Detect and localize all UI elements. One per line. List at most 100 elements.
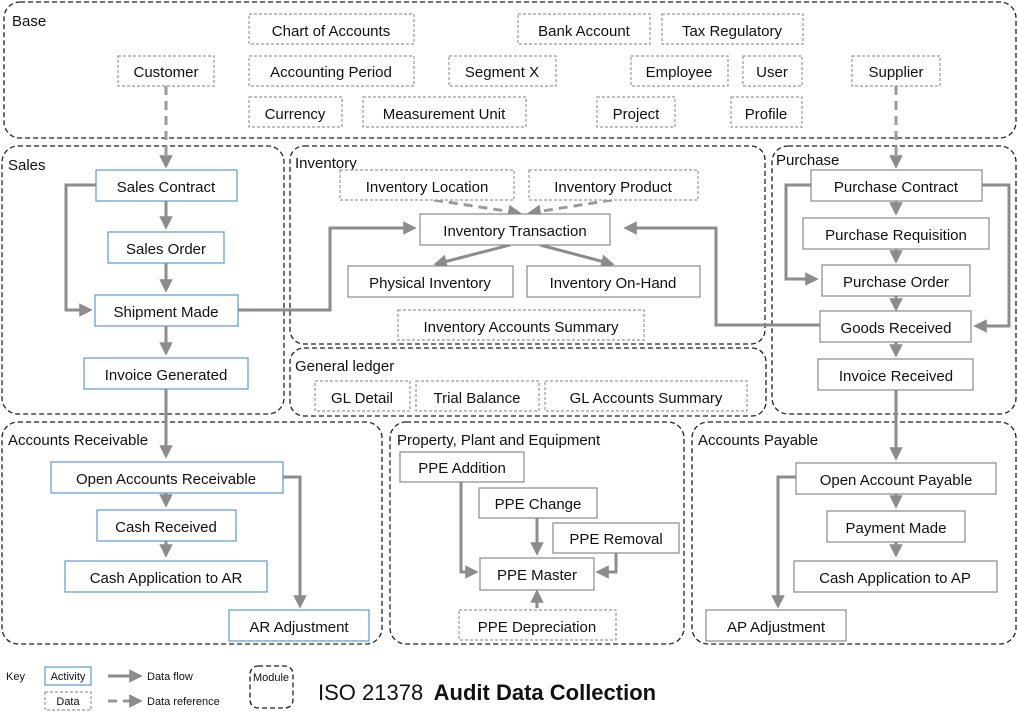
legend-data-swatch (44, 691, 92, 711)
activity-goods-received: Goods Received (819, 310, 972, 343)
activity-sales-contract: Sales Contract (95, 169, 238, 202)
activity-ppe-change: PPE Change (478, 487, 598, 519)
data-project: Project (596, 96, 676, 128)
module-base: Base (3, 1, 1017, 139)
project-label: Project (613, 106, 661, 123)
activity-open-ap: Open Account Payable (795, 462, 997, 495)
data-employee: Employee (630, 55, 729, 87)
activity-ap-adjustment: AP Adjustment (705, 609, 847, 642)
goods-received-label: Goods Received (841, 320, 952, 337)
ap-adjustment-label: AP Adjustment (727, 619, 826, 636)
cash-received-label: Cash Received (115, 519, 217, 536)
legend-activity-label: Activity (51, 671, 86, 683)
module-purchase: Purchase (771, 145, 1017, 415)
purchase-requisition-label: Purchase Requisition (825, 227, 967, 244)
flow-transaction-to-onhand (539, 243, 615, 268)
inventory-product-label: Inventory Product (554, 179, 672, 196)
module-accounts-receivable: Accounts Receivable (1, 421, 383, 645)
data-inventory-product: Inventory Product (528, 169, 699, 201)
cash-application-ar-label: Cash Application to AR (90, 570, 243, 587)
activity-inventory-transaction: Inventory Transaction (419, 213, 611, 246)
module-ap-label: Accounts Payable (698, 432, 818, 449)
footer-title: ISO 21378 Audit Data Collection (318, 680, 656, 705)
legend-module-label: Module (253, 672, 289, 684)
purchase-contract-label: Purchase Contract (834, 179, 959, 196)
purchase-order-label: Purchase Order (843, 274, 949, 291)
legend-activity-swatch (44, 666, 92, 686)
module-ppe-label: Property, Plant and Equipment (397, 432, 601, 449)
flow-contract-to-shipment (64, 183, 96, 317)
invoice-received-label: Invoice Received (839, 368, 953, 385)
data-gl-detail: GL Detail (314, 380, 411, 412)
ar-adjustment-label: AR Adjustment (249, 619, 349, 636)
module-accounts-payable: Accounts Payable (691, 421, 1017, 645)
activity-ppe-addition: PPE Addition (399, 451, 525, 483)
data-gl-accounts-summary: GL Accounts Summary (544, 380, 748, 412)
flow-removal-to-master (595, 553, 618, 579)
bank-account-label: Bank Account (538, 23, 631, 40)
open-ar-label: Open Accounts Receivable (76, 471, 256, 488)
ppe-depreciation-label: PPE Depreciation (478, 619, 596, 636)
gl-detail-label: GL Detail (331, 390, 393, 407)
accounting-period-label: Accounting Period (270, 64, 392, 81)
inventory-accounts-summary-label: Inventory Accounts Summary (423, 319, 619, 336)
flow-addition-to-master (459, 482, 479, 579)
activity-physical-inventory: Physical Inventory (347, 265, 514, 298)
data-accounting-period: Accounting Period (248, 55, 415, 87)
profile-label: Profile (745, 106, 788, 123)
ref-location-to-transaction (433, 198, 522, 219)
activity-ppe-master: PPE Master (479, 557, 595, 591)
data-ppe-depreciation: PPE Depreciation (458, 609, 617, 641)
gl-accounts-summary-label: GL Accounts Summary (570, 390, 723, 407)
activity-cash-application-ap: Cash Application to AP (793, 560, 998, 593)
data-inventory-accounts-summary: Inventory Accounts Summary (397, 309, 645, 341)
legend-ref-label: Data reference (147, 696, 220, 708)
activity-cash-received: Cash Received (96, 509, 237, 542)
inventory-transaction-label: Inventory Transaction (443, 223, 586, 240)
legend-key-label: Key (6, 671, 25, 683)
module-gl-label: General ledger (295, 358, 394, 375)
flow-shipment-to-inventory-transaction (238, 221, 417, 312)
tax-regulatory-label: Tax Regulatory (682, 23, 783, 40)
currency-label: Currency (265, 106, 326, 123)
chart-of-accounts-label: Chart of Accounts (272, 23, 390, 40)
activity-payment-made: Payment Made (826, 510, 966, 543)
ppe-removal-label: PPE Removal (569, 531, 662, 548)
flow-pcontract-to-porder (784, 183, 819, 286)
open-ap-label: Open Account Payable (820, 472, 973, 489)
footer-standard: ISO 21378 (318, 680, 423, 705)
data-profile: Profile (730, 96, 803, 128)
legend-module-swatch (249, 665, 294, 709)
data-chart-of-accounts: Chart of Accounts (248, 13, 415, 45)
activity-inventory-onhand: Inventory On-Hand (526, 265, 701, 298)
module-general-ledger: General ledger (289, 347, 767, 417)
module-inventory-label: Inventory (295, 155, 357, 172)
module-inventory: Inventory (289, 145, 766, 345)
activity-sales-order: Sales Order (107, 231, 225, 264)
activity-invoice-generated: Invoice Generated (83, 357, 249, 390)
supplier-label: Supplier (868, 64, 923, 81)
inventory-onhand-label: Inventory On-Hand (550, 275, 677, 292)
module-ar-label: Accounts Receivable (8, 432, 148, 449)
data-segment-x: Segment X (448, 55, 557, 87)
data-currency: Currency (248, 96, 343, 128)
data-bank-account: Bank Account (517, 13, 651, 45)
measurement-unit-label: Measurement Unit (383, 106, 506, 123)
employee-label: Employee (646, 64, 713, 81)
data-inventory-location: Inventory Location (339, 169, 515, 201)
module-purchase-label: Purchase (776, 152, 839, 169)
activity-invoice-received: Invoice Received (817, 358, 974, 391)
module-base-label: Base (12, 13, 46, 30)
data-measurement-unit: Measurement Unit (362, 96, 527, 128)
sales-contract-label: Sales Contract (117, 179, 216, 196)
segment-x-label: Segment X (465, 64, 539, 81)
flow-goods-to-inventory-transaction (623, 221, 820, 327)
footer-title-bold: Audit Data Collection (434, 680, 656, 705)
activity-open-ar: Open Accounts Receivable (50, 461, 284, 494)
data-user: User (742, 55, 803, 87)
module-sales: Sales (1, 145, 285, 415)
activity-shipment-made: Shipment Made (94, 294, 239, 327)
physical-inventory-label: Physical Inventory (369, 275, 491, 292)
ref-product-to-transaction (527, 198, 613, 218)
